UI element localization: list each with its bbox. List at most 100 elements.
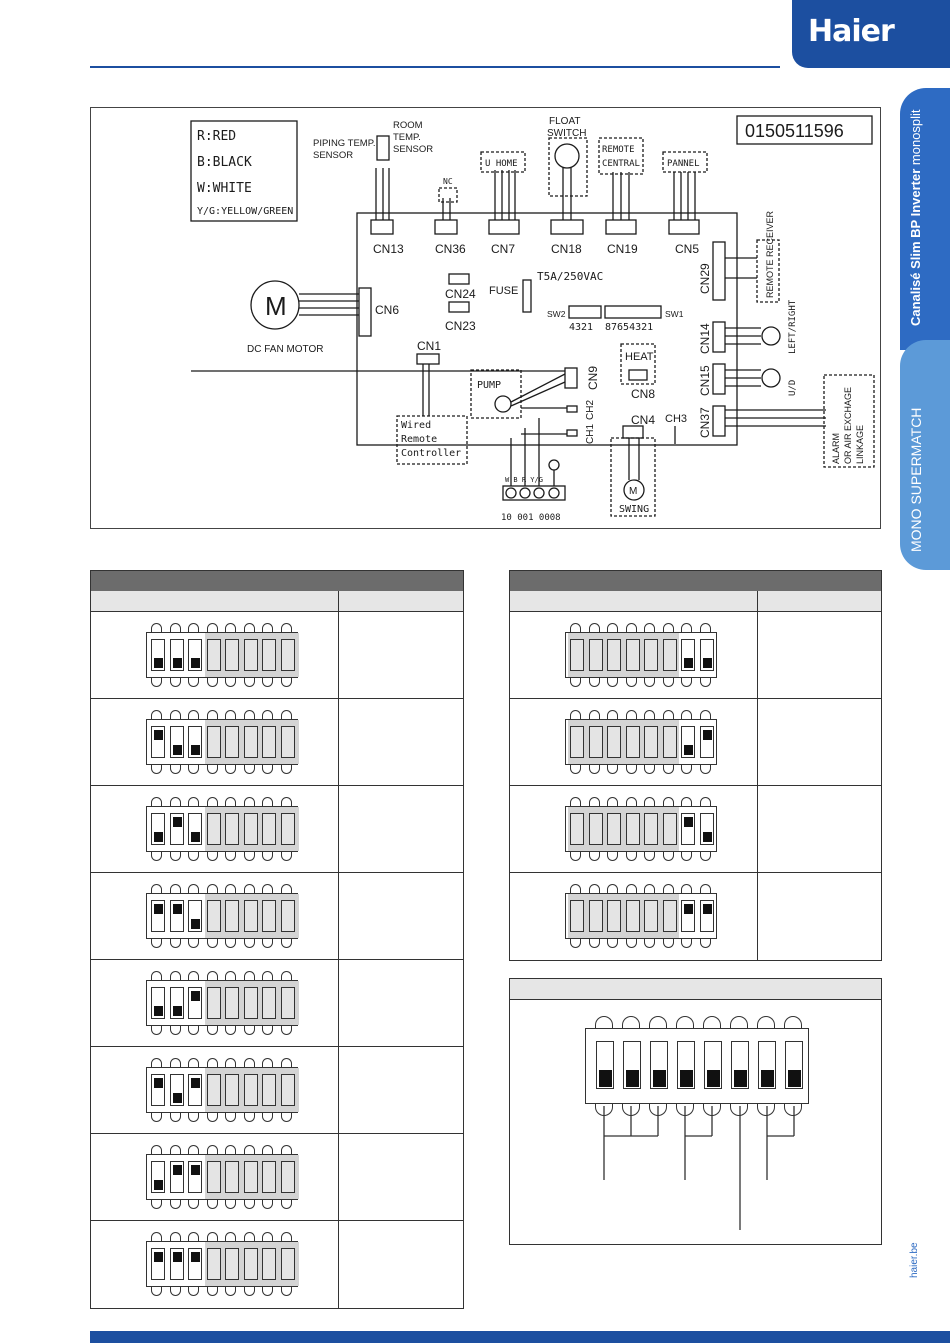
- dip-knob: [191, 745, 200, 755]
- dip-lug: [169, 765, 181, 774]
- dip-lug: [243, 1287, 255, 1296]
- dip-lug: [625, 797, 637, 806]
- dip-switch-lever: [206, 987, 221, 1019]
- cn1-label: CN1: [417, 339, 441, 353]
- dip-lug: [681, 797, 692, 806]
- dip-lug: [151, 765, 162, 774]
- dip-knob: [154, 1006, 163, 1016]
- dip-lug: [570, 623, 581, 632]
- terminal-codes: 10 001 0008: [501, 513, 561, 523]
- room-label-3: SENSOR: [393, 144, 433, 155]
- dip-switch-lever: [262, 726, 276, 758]
- dip-lug: [607, 852, 618, 861]
- dip-switch-lever: [662, 900, 677, 932]
- cn29-label: CN29: [698, 263, 712, 294]
- dip-lug: [151, 678, 162, 687]
- dip-lug: [188, 1026, 199, 1035]
- dip-lug: [169, 623, 181, 632]
- dip-knob: [734, 1070, 747, 1087]
- dip-switch-lever: [169, 726, 184, 758]
- dip-lug: [662, 797, 674, 806]
- dip-switch-lever: [280, 987, 295, 1019]
- dip-switch-lever: [280, 900, 295, 932]
- dip-switch-lever: [681, 813, 695, 845]
- dip-switch-lever: [151, 639, 165, 671]
- dip-lug: [243, 765, 255, 774]
- dip-lug: [169, 852, 181, 861]
- dip-switch-lever: [262, 1161, 276, 1193]
- dip-lug: [757, 1016, 775, 1028]
- dip-knob: [684, 817, 693, 827]
- swing-motor-letter: M: [629, 486, 637, 497]
- dip-lug: [169, 1058, 181, 1067]
- dip-lug: [570, 678, 581, 687]
- swing-label: SWING: [619, 504, 649, 515]
- dip-lug: [644, 678, 655, 687]
- dip-lug: [206, 623, 218, 632]
- dip-lug: [225, 971, 236, 980]
- ch1-label: CH1: [585, 424, 596, 444]
- dip-lug: [588, 623, 600, 632]
- dip-lug: [243, 1200, 255, 1209]
- table-row: [91, 699, 463, 786]
- dip-lug: [206, 765, 218, 774]
- table-header: [510, 571, 881, 591]
- dip-lug: [169, 884, 181, 893]
- dip-lug: [644, 939, 655, 948]
- dip-switch: [565, 705, 717, 779]
- dip-lug: [262, 1058, 273, 1067]
- dip-lug: [607, 884, 618, 893]
- dip-switch-lever: [662, 813, 677, 845]
- dip-switch-lever: [704, 1041, 722, 1089]
- dip-lug: [588, 884, 600, 893]
- dip-lug: [280, 1145, 292, 1154]
- table-row: [91, 873, 463, 960]
- dip-switch-lever: [225, 987, 239, 1019]
- dip-lug: [280, 797, 292, 806]
- dip-knob: [154, 832, 163, 842]
- dip-lug: [280, 1232, 292, 1241]
- dip-lug: [662, 765, 674, 774]
- dip-knob: [684, 904, 693, 914]
- dip-lug: [151, 710, 162, 719]
- dip-lug: [262, 852, 273, 861]
- dip-switch-lever: [169, 1161, 184, 1193]
- cn19-label: CN19: [607, 242, 638, 256]
- wired-label-1: Wired: [401, 420, 431, 431]
- dip-switch-lever: [607, 900, 621, 932]
- dip-lug: [151, 884, 162, 893]
- dip-lug: [280, 1058, 292, 1067]
- dip-lug: [243, 1113, 255, 1122]
- product-name: Canalisé Slim BP Inverter: [908, 168, 923, 326]
- dip-lug: [151, 1200, 162, 1209]
- float-label-1: FLOAT: [549, 116, 580, 127]
- website-link[interactable]: haier.be: [909, 1242, 920, 1278]
- dip-lug: [262, 939, 273, 948]
- dip-lug: [225, 1058, 236, 1067]
- cn4-label: CN4: [631, 413, 655, 427]
- table-row: [91, 1221, 463, 1308]
- dip-lug: [225, 1200, 236, 1209]
- dip-lug: [243, 1058, 255, 1067]
- dip-switch-lever: [206, 1161, 221, 1193]
- receiver-label: REMOTE RECEIVER: [765, 210, 775, 298]
- dip-lug: [262, 1145, 273, 1154]
- dip-lug: [188, 1113, 199, 1122]
- dip-lug: [188, 852, 199, 861]
- dip-lug: [625, 765, 637, 774]
- sw1-label: SW1: [665, 309, 684, 319]
- dip-switch-lever: [681, 639, 695, 671]
- dip-lug: [681, 939, 692, 948]
- dip-lug: [151, 1145, 162, 1154]
- dip-lug: [243, 852, 255, 861]
- dip-switch-lever: [225, 1161, 239, 1193]
- dip-lug: [262, 1287, 273, 1296]
- room-label-2: TEMP.: [393, 132, 421, 143]
- dip-knob: [702, 832, 712, 842]
- dip-lug: [225, 678, 236, 687]
- dip-switch-lever: [262, 1248, 276, 1280]
- ch3-label: CH3: [665, 413, 687, 425]
- dip-lug: [169, 1145, 181, 1154]
- dip-knob: [684, 745, 693, 755]
- dip-knob: [191, 1078, 200, 1088]
